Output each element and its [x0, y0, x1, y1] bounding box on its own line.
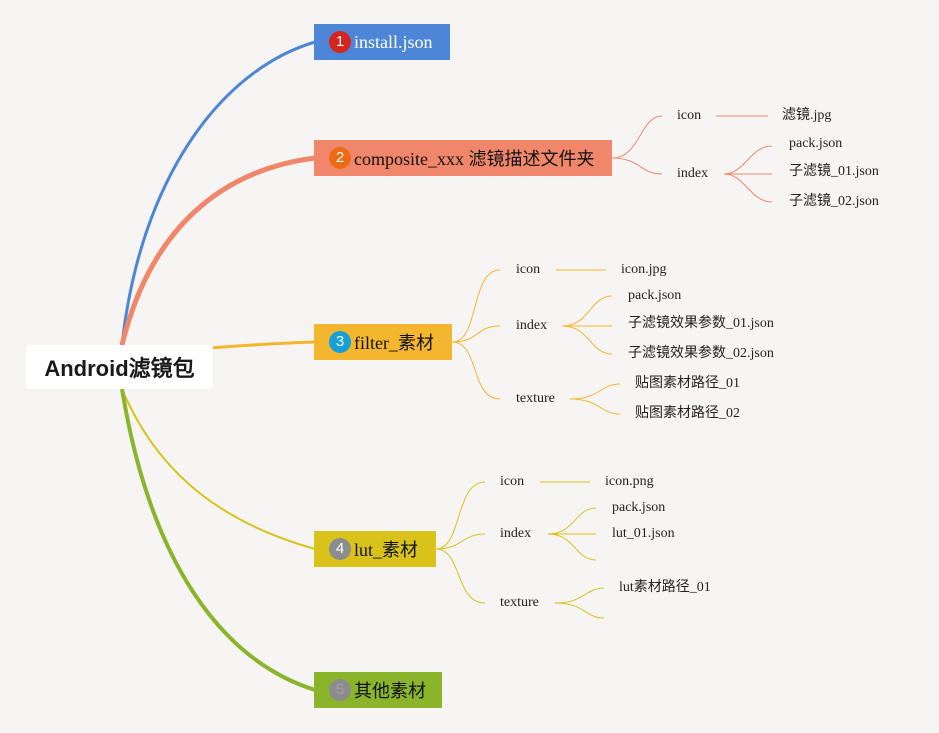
branch-label: install.json [354, 31, 433, 52]
branch-lut[interactable]: 4 lut_素材 [314, 531, 436, 567]
number-badge: 1 [329, 31, 351, 53]
number-badge: 5 [329, 679, 351, 701]
trunk-other [120, 388, 316, 692]
node-file[interactable]: pack.json [628, 288, 682, 303]
branch-composite[interactable]: 2 composite_xxx 滤镜描述文件夹 [314, 140, 612, 176]
node-file[interactable]: pack.json [612, 500, 666, 515]
node-index[interactable]: index [500, 526, 532, 541]
node-index[interactable]: index [516, 318, 548, 333]
node-file[interactable]: 子滤镜效果参数_02.json [628, 346, 774, 361]
trunk-filter [209, 340, 316, 350]
node-file[interactable]: 子滤镜效果参数_01.json [628, 316, 774, 331]
trunk-install [120, 40, 316, 346]
node-file[interactable]: 子滤镜_01.json [789, 164, 879, 179]
node-file[interactable]: lut素材路径_01 [619, 580, 711, 595]
branch-label: 其他素材 [354, 681, 426, 701]
number-badge: 2 [329, 147, 351, 169]
branch-other[interactable]: 5 其他素材 [314, 672, 442, 708]
branch-filter[interactable]: 3 filter_素材 [314, 324, 452, 360]
node-file[interactable]: 贴图素材路径_02 [635, 406, 740, 421]
node-icon-file[interactable]: icon.jpg [621, 262, 667, 277]
node-texture[interactable]: texture [500, 595, 539, 610]
branch-label: composite_xxx 滤镜描述文件夹 [354, 149, 595, 169]
node-icon[interactable]: icon [516, 262, 541, 277]
node-texture[interactable]: texture [516, 391, 555, 406]
branch-label: lut_素材 [354, 540, 419, 560]
node-icon[interactable]: icon [677, 108, 702, 123]
node-icon[interactable]: icon [500, 474, 525, 489]
number-badge: 4 [329, 538, 351, 560]
node-icon-file[interactable]: icon.png [605, 474, 654, 489]
node-icon-file[interactable]: 滤镜.jpg [782, 108, 832, 123]
trunk-composite [119, 155, 316, 346]
node-file[interactable]: 贴图素材路径_01 [635, 376, 740, 391]
branch-label: filter_素材 [354, 333, 434, 353]
node-index[interactable]: index [677, 166, 709, 181]
node-file[interactable]: 子滤镜_02.json [789, 194, 879, 209]
root-node[interactable]: Android滤镜包 [26, 345, 213, 389]
branch-install[interactable]: 1 install.json [314, 24, 450, 60]
node-file[interactable]: pack.json [789, 136, 843, 151]
number-badge: 3 [329, 331, 351, 353]
node-file[interactable]: lut_01.json [612, 526, 675, 541]
trunk-lut [121, 388, 316, 550]
